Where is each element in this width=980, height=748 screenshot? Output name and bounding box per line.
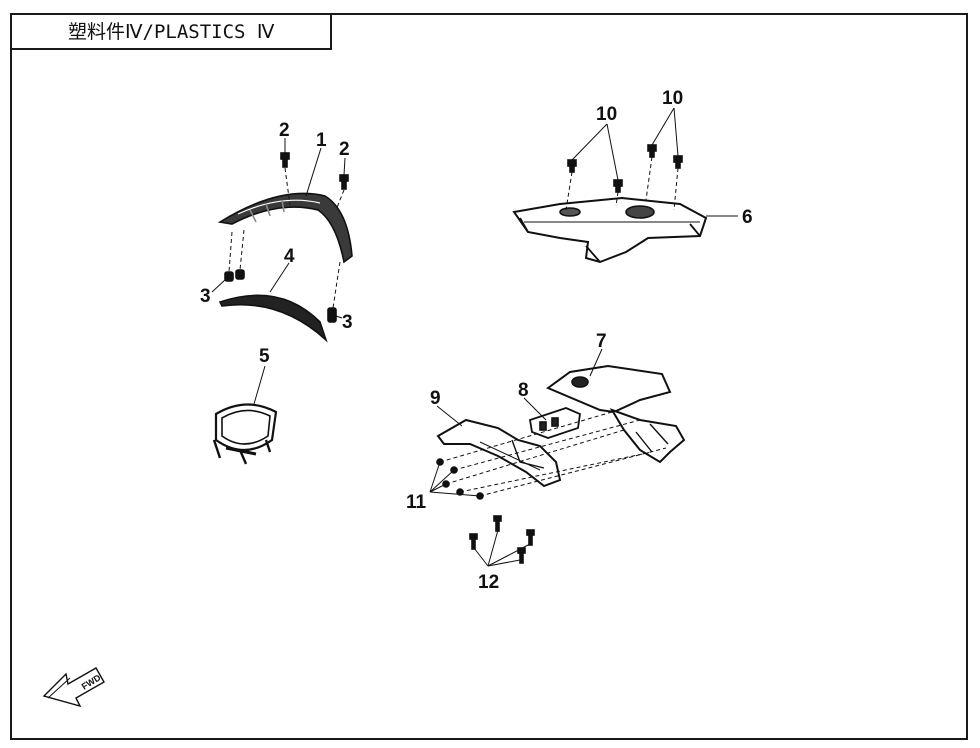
callout-2-left: 2 (279, 120, 290, 141)
part-10-screws (567, 144, 683, 193)
fwd-arrow-icon (42, 667, 105, 708)
part-3-clip-right (327, 307, 337, 323)
part-2-screw-right (339, 174, 349, 190)
callout-2-right: 2 (339, 139, 350, 160)
callout-11: 11 (406, 492, 427, 513)
callout-3-left: 3 (200, 286, 211, 307)
callout-8: 8 (518, 380, 529, 401)
callout-12: 12 (478, 572, 499, 593)
callout-10-left: 10 (596, 104, 617, 125)
part-7-rear-fender (545, 364, 686, 464)
callout-10-right: 10 (662, 88, 683, 109)
assembly-dash-lines (228, 156, 679, 497)
callout-6: 6 (742, 207, 753, 228)
part-11-clips (436, 458, 484, 500)
callout-9: 9 (430, 388, 441, 409)
part-8-bracket (528, 407, 581, 439)
part-12-bolts (469, 515, 535, 564)
diagram-frame (10, 13, 968, 740)
part-6-rear-panel (512, 196, 708, 264)
part-3-clip-left (224, 269, 245, 282)
callout-5: 5 (259, 346, 270, 367)
part-1-fender (217, 192, 353, 264)
leader-lines (211, 107, 738, 567)
part-9-frame-beam (436, 418, 562, 488)
callout-4: 4 (284, 246, 295, 267)
callout-3-right: 3 (342, 312, 353, 333)
part-5-ring (212, 403, 278, 465)
callout-1: 1 (316, 130, 327, 151)
part-2-screw-left (280, 152, 290, 168)
callout-7: 7 (596, 331, 607, 352)
diagram-title: 塑料件Ⅳ/PLASTICS Ⅳ (10, 13, 332, 50)
part-4-trim-strip (218, 294, 328, 343)
